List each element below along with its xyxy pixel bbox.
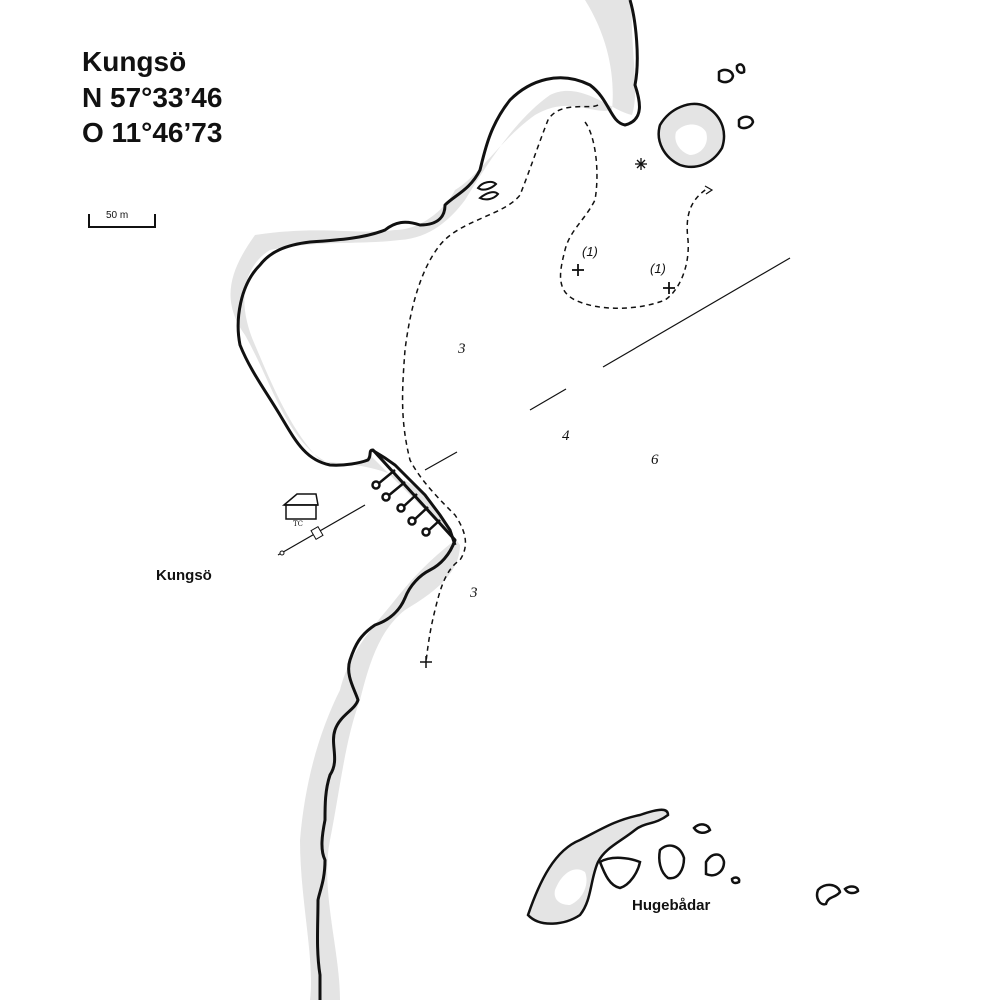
rock-depth-label: (1)	[650, 261, 666, 276]
awash-rock-icon	[635, 158, 647, 170]
hugebadar-islets	[526, 808, 860, 925]
transit-line-mid	[529, 388, 567, 411]
north-shore-rocks	[476, 180, 500, 201]
transit-line-marker	[310, 525, 324, 541]
rock-symbols	[572, 264, 675, 294]
navigation-route-branch	[559, 121, 709, 309]
scale-bar	[88, 214, 156, 228]
transit-line-end-dot	[279, 550, 285, 556]
shore-halo	[230, 0, 636, 1000]
longitude-label: O 11°46’73	[82, 117, 223, 148]
rock-depth-label: (1)	[582, 244, 598, 259]
house-icon	[281, 493, 319, 520]
transit-line-lower	[424, 451, 458, 471]
chart-title: Kungsö	[82, 46, 187, 77]
facility-label: TC	[293, 520, 304, 528]
mooring-lines	[371, 469, 441, 537]
transit-line-upper	[602, 257, 791, 368]
place-label-kungso: Kungsö	[156, 567, 212, 584]
navigation-route	[401, 104, 599, 663]
transit-line-shore	[277, 504, 366, 556]
place-label-hugebadar: Hugebådar	[632, 897, 711, 914]
depth-label: 4	[562, 428, 570, 444]
jetty-edge	[371, 448, 457, 546]
northeast-islets	[657, 63, 755, 169]
latitude-label: N 57°33’46	[82, 82, 223, 113]
depth-label: 3	[458, 341, 466, 357]
coastline	[236, 0, 641, 1000]
depth-label: 6	[651, 452, 659, 468]
route-arrow	[704, 185, 714, 195]
depth-label: 3	[470, 585, 478, 601]
scale-label: 50 m	[106, 210, 129, 221]
